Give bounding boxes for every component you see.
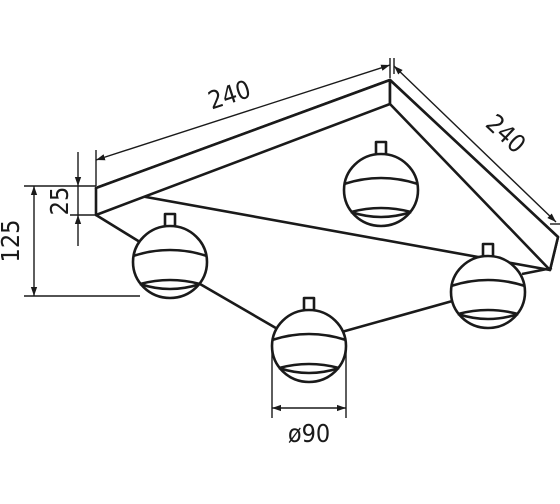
dimension-height-label: 125 [0,220,25,263]
spotlight-front [270,296,348,384]
dimension-base-height-label: 25 [45,187,74,216]
spotlight-right [449,242,527,330]
dimension-height: 125 [0,185,140,297]
dimension-diameter-label: ø90 [288,419,330,448]
spotlight-left [131,212,209,300]
dimension-diameter: ø90 [271,350,347,448]
dimension-depth-label: 240 [480,109,531,159]
dimension-width-label: 240 [204,74,254,115]
dimension-base-height: 25 [45,152,96,246]
